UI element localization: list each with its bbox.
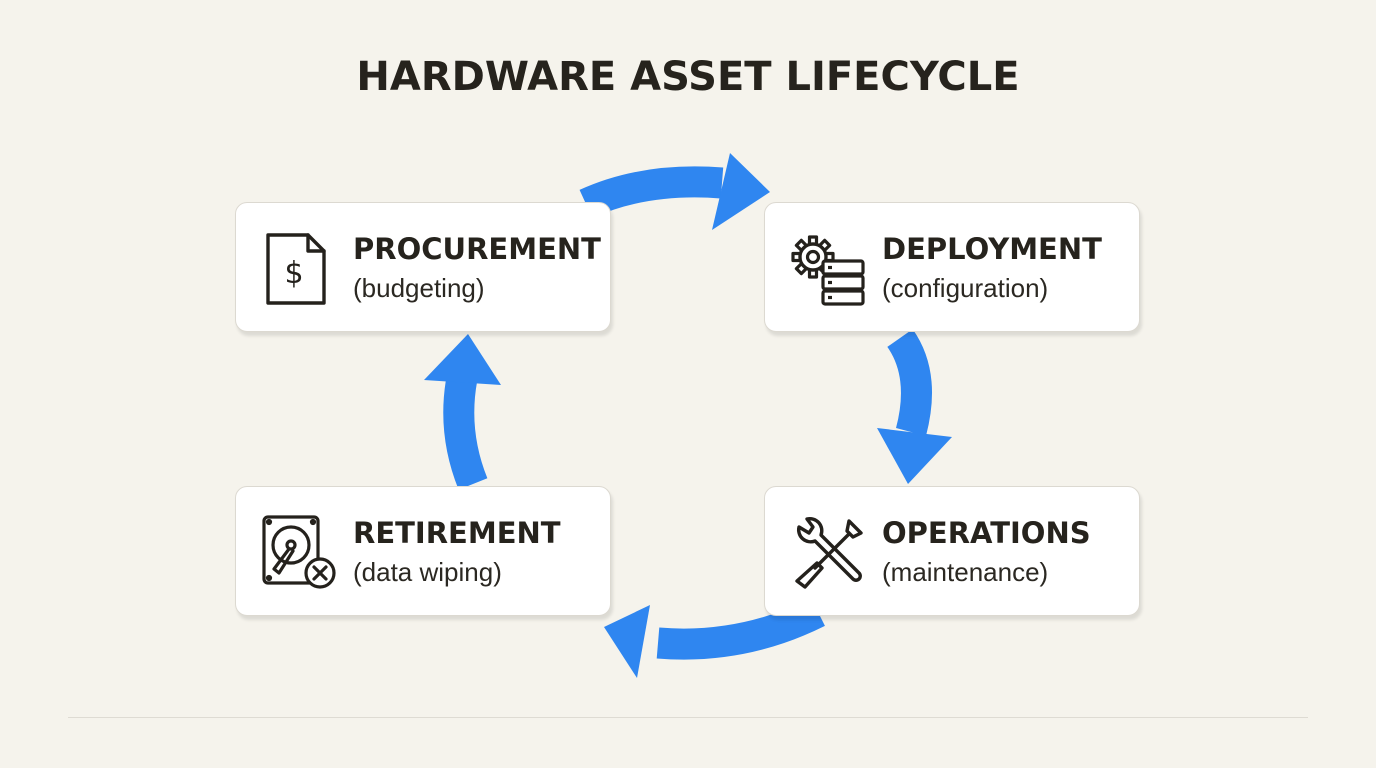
stage-card-deployment: DEPLOYMENT (configuration) xyxy=(764,202,1140,332)
stage-title: RETIREMENT xyxy=(353,516,561,550)
arrow-retirement-to-procurement xyxy=(424,334,501,490)
stage-title: PROCUREMENT xyxy=(353,232,601,266)
hard-drive-delete-icon xyxy=(262,515,338,591)
arrow-operations-to-retirement xyxy=(604,598,825,678)
footer-divider xyxy=(68,717,1308,718)
wrench-screwdriver-icon xyxy=(791,515,867,591)
stage-title: DEPLOYMENT xyxy=(882,232,1102,266)
arrow-deployment-to-operations xyxy=(877,329,952,484)
stage-card-retirement: RETIREMENT (data wiping) xyxy=(235,486,611,616)
stage-card-operations: OPERATIONS (maintenance) xyxy=(764,486,1140,616)
stage-detail: (budgeting) xyxy=(353,273,485,303)
stage-card-procurement: $ PROCUREMENT (budgeting) xyxy=(235,202,611,332)
stage-title: OPERATIONS xyxy=(882,516,1091,550)
stage-detail: (data wiping) xyxy=(353,557,502,587)
gear-server-icon xyxy=(791,231,867,307)
diagram-title: HARDWARE ASSET LIFECYCLE xyxy=(356,54,1020,100)
svg-text:$: $ xyxy=(284,256,303,291)
stage-detail: (configuration) xyxy=(882,273,1049,303)
arrow-procurement-to-deployment xyxy=(579,153,770,230)
stage-detail: (maintenance) xyxy=(882,557,1049,587)
invoice-dollar-icon: $ xyxy=(262,231,338,307)
